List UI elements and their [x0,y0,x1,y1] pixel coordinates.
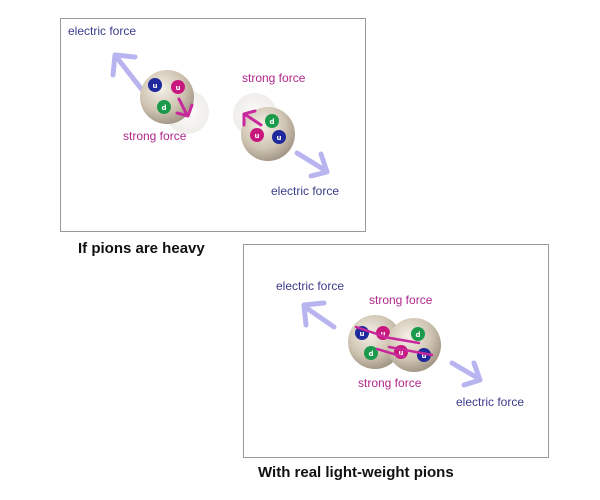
quark-blue [417,348,431,362]
nucleon-right: d u u [387,318,441,372]
electric-arrow-left [110,52,146,94]
quark-label: u [399,349,404,357]
quark-label: u [153,82,158,90]
quark-label: u [360,330,365,338]
strong-force-label: strong force [369,293,433,307]
caption-light: With real light-weight pions [258,464,454,481]
strong-arrow-left [175,97,194,118]
electric-force-label: electric force [68,24,137,38]
quark-green [364,346,378,360]
quark-blue [148,78,162,92]
quark-green [265,114,279,128]
quark-label: u [277,134,282,142]
quark-label: d [415,331,420,339]
electric-force-label: electric force [271,184,340,198]
nucleon-right: d u u [241,107,295,161]
quark-green [157,100,171,114]
electric-force-label: electric force [456,395,525,409]
quark-label: u [422,352,427,360]
strong-arrow-right [242,109,263,127]
quark-green [411,327,425,341]
quark-magenta [171,80,185,94]
heavy-pion-panel: u u d d u u elect [60,18,366,232]
light-pion-panel: u u d d u u electric force [243,244,549,458]
light-pion-diagram: u u d d u u [301,300,483,388]
quark-label: u [176,84,181,92]
quark-label: u [255,132,260,140]
strong-force-label: strong force [358,376,422,390]
quark-label: d [161,104,166,112]
caption-heavy: If pions are heavy [78,240,205,257]
strong-force-lines [354,325,434,359]
electric-arrow-right [449,360,483,388]
strong-force-label: strong force [123,129,187,143]
nucleon-left: u u d [140,70,194,124]
quark-label: u [381,330,386,338]
strong-force-label: strong force [242,71,306,85]
electric-force-label: electric force [276,279,345,293]
electric-arrow-right [294,150,330,179]
quark-label: d [269,118,274,126]
quark-blue [272,130,286,144]
heavy-pion-diagram: u u d d u u [110,52,330,179]
electric-arrow-left [301,300,337,330]
quark-label: d [368,350,373,358]
quark-magenta [250,128,264,142]
